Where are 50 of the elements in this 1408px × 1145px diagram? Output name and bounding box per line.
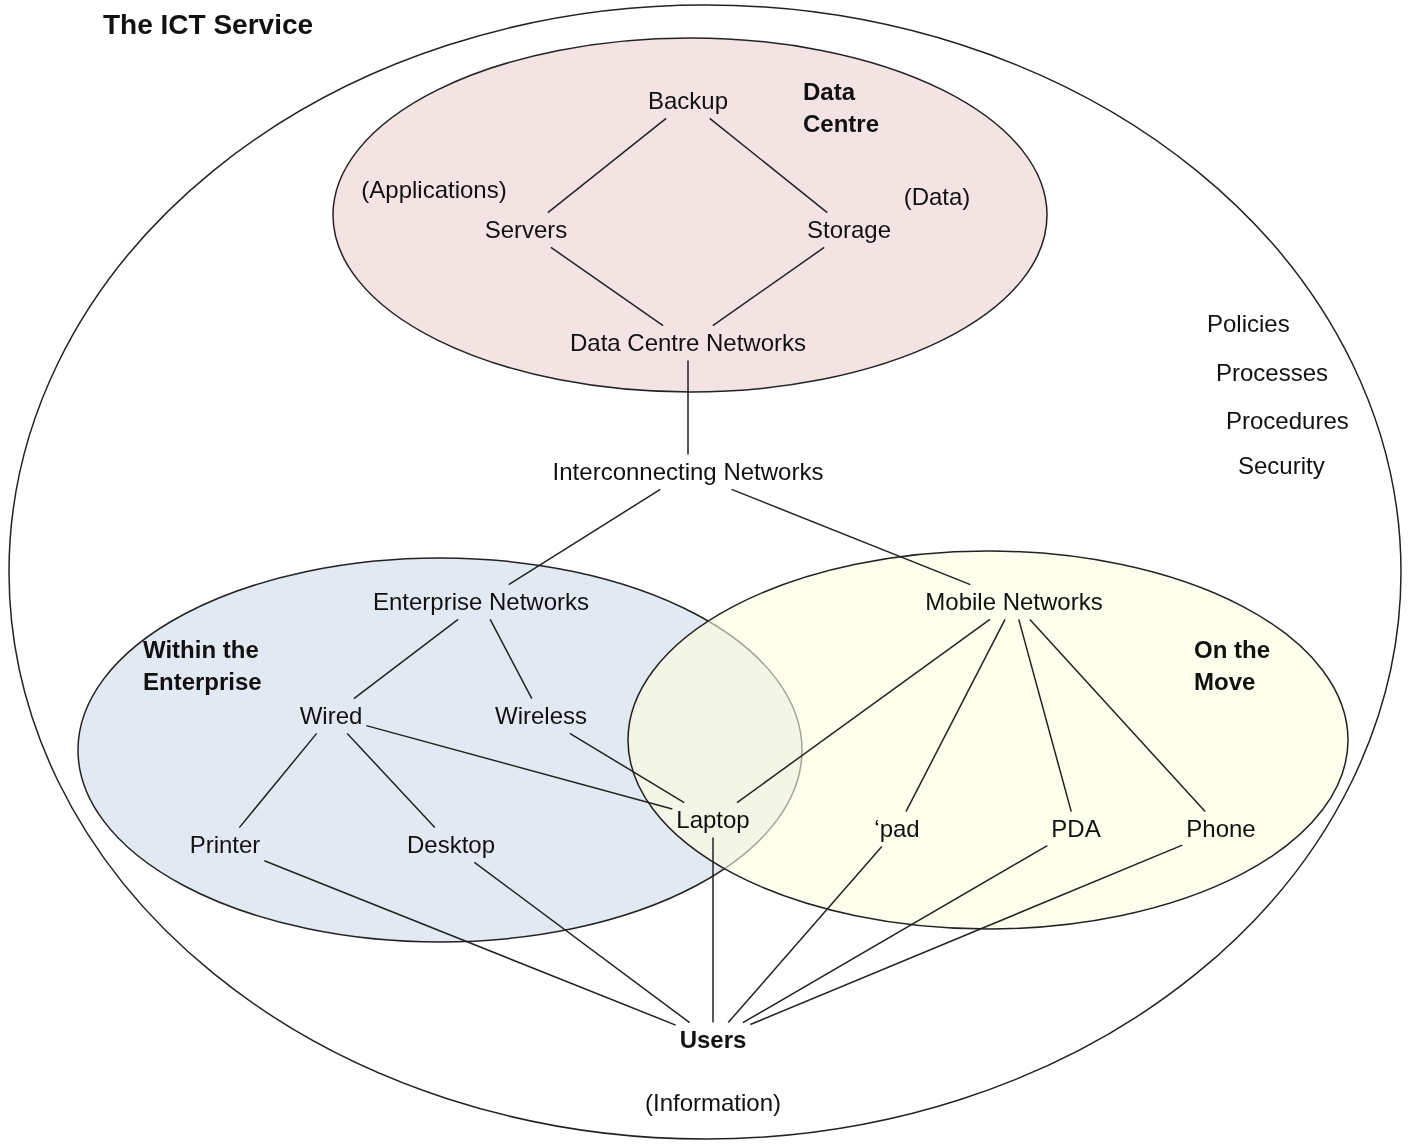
node-label: Phone [1186, 814, 1256, 844]
connector-line [687, 359, 689, 456]
connector-line [1029, 618, 1206, 813]
node-label: ‘pad [874, 814, 920, 844]
node-label: Servers [484, 215, 568, 245]
node-label: PDA [1051, 814, 1101, 844]
note-text: Security [1238, 452, 1325, 481]
annotation-text: (Information) [645, 1089, 781, 1119]
annotation-text: (Data) [903, 183, 971, 213]
node-label: Backup [647, 86, 729, 116]
connector-line [730, 488, 972, 586]
connector-line [489, 618, 533, 700]
node-label: Laptop [676, 805, 750, 835]
node-label: Users [679, 1025, 747, 1055]
note-text: Policies [1207, 310, 1290, 339]
connector-line [736, 618, 991, 804]
region-title: Within the Enterprise [143, 635, 263, 698]
annotation-text: (Applications) [361, 176, 507, 206]
region-title: On the Move [1194, 635, 1271, 698]
node-label: Wireless [495, 701, 587, 731]
connector-line [708, 117, 829, 214]
connector-line [1018, 618, 1072, 813]
node-label: Wired [299, 701, 363, 731]
connector-line [238, 732, 318, 829]
connector-line [749, 844, 1184, 1026]
node-label: Printer [189, 830, 261, 860]
node-label: Storage [806, 215, 892, 245]
connector-line [365, 724, 674, 810]
note-text: Procedures [1226, 407, 1349, 436]
connector-line [727, 845, 883, 1024]
node-label: Interconnecting Networks [552, 457, 824, 487]
connector-line [905, 618, 1006, 813]
node-label: Data Centre Networks [569, 328, 807, 358]
connector-line [712, 836, 714, 1024]
diagram-heading: The ICT Service [103, 8, 315, 42]
note-text: Processes [1216, 359, 1329, 388]
connector-line [263, 859, 677, 1026]
connector-line [547, 117, 667, 214]
connector-line [346, 732, 436, 829]
node-label: Desktop [407, 830, 495, 860]
node-label: Mobile Networks [925, 587, 1103, 617]
connector-line [712, 246, 825, 327]
connector-line [550, 246, 664, 327]
connector-line [473, 861, 691, 1024]
connector-line [569, 732, 685, 804]
connector-line [353, 618, 459, 700]
connector-line [507, 488, 662, 586]
region-title: Data Centre [803, 77, 881, 140]
connector-line [742, 844, 1049, 1024]
node-label: Enterprise Networks [372, 587, 590, 617]
